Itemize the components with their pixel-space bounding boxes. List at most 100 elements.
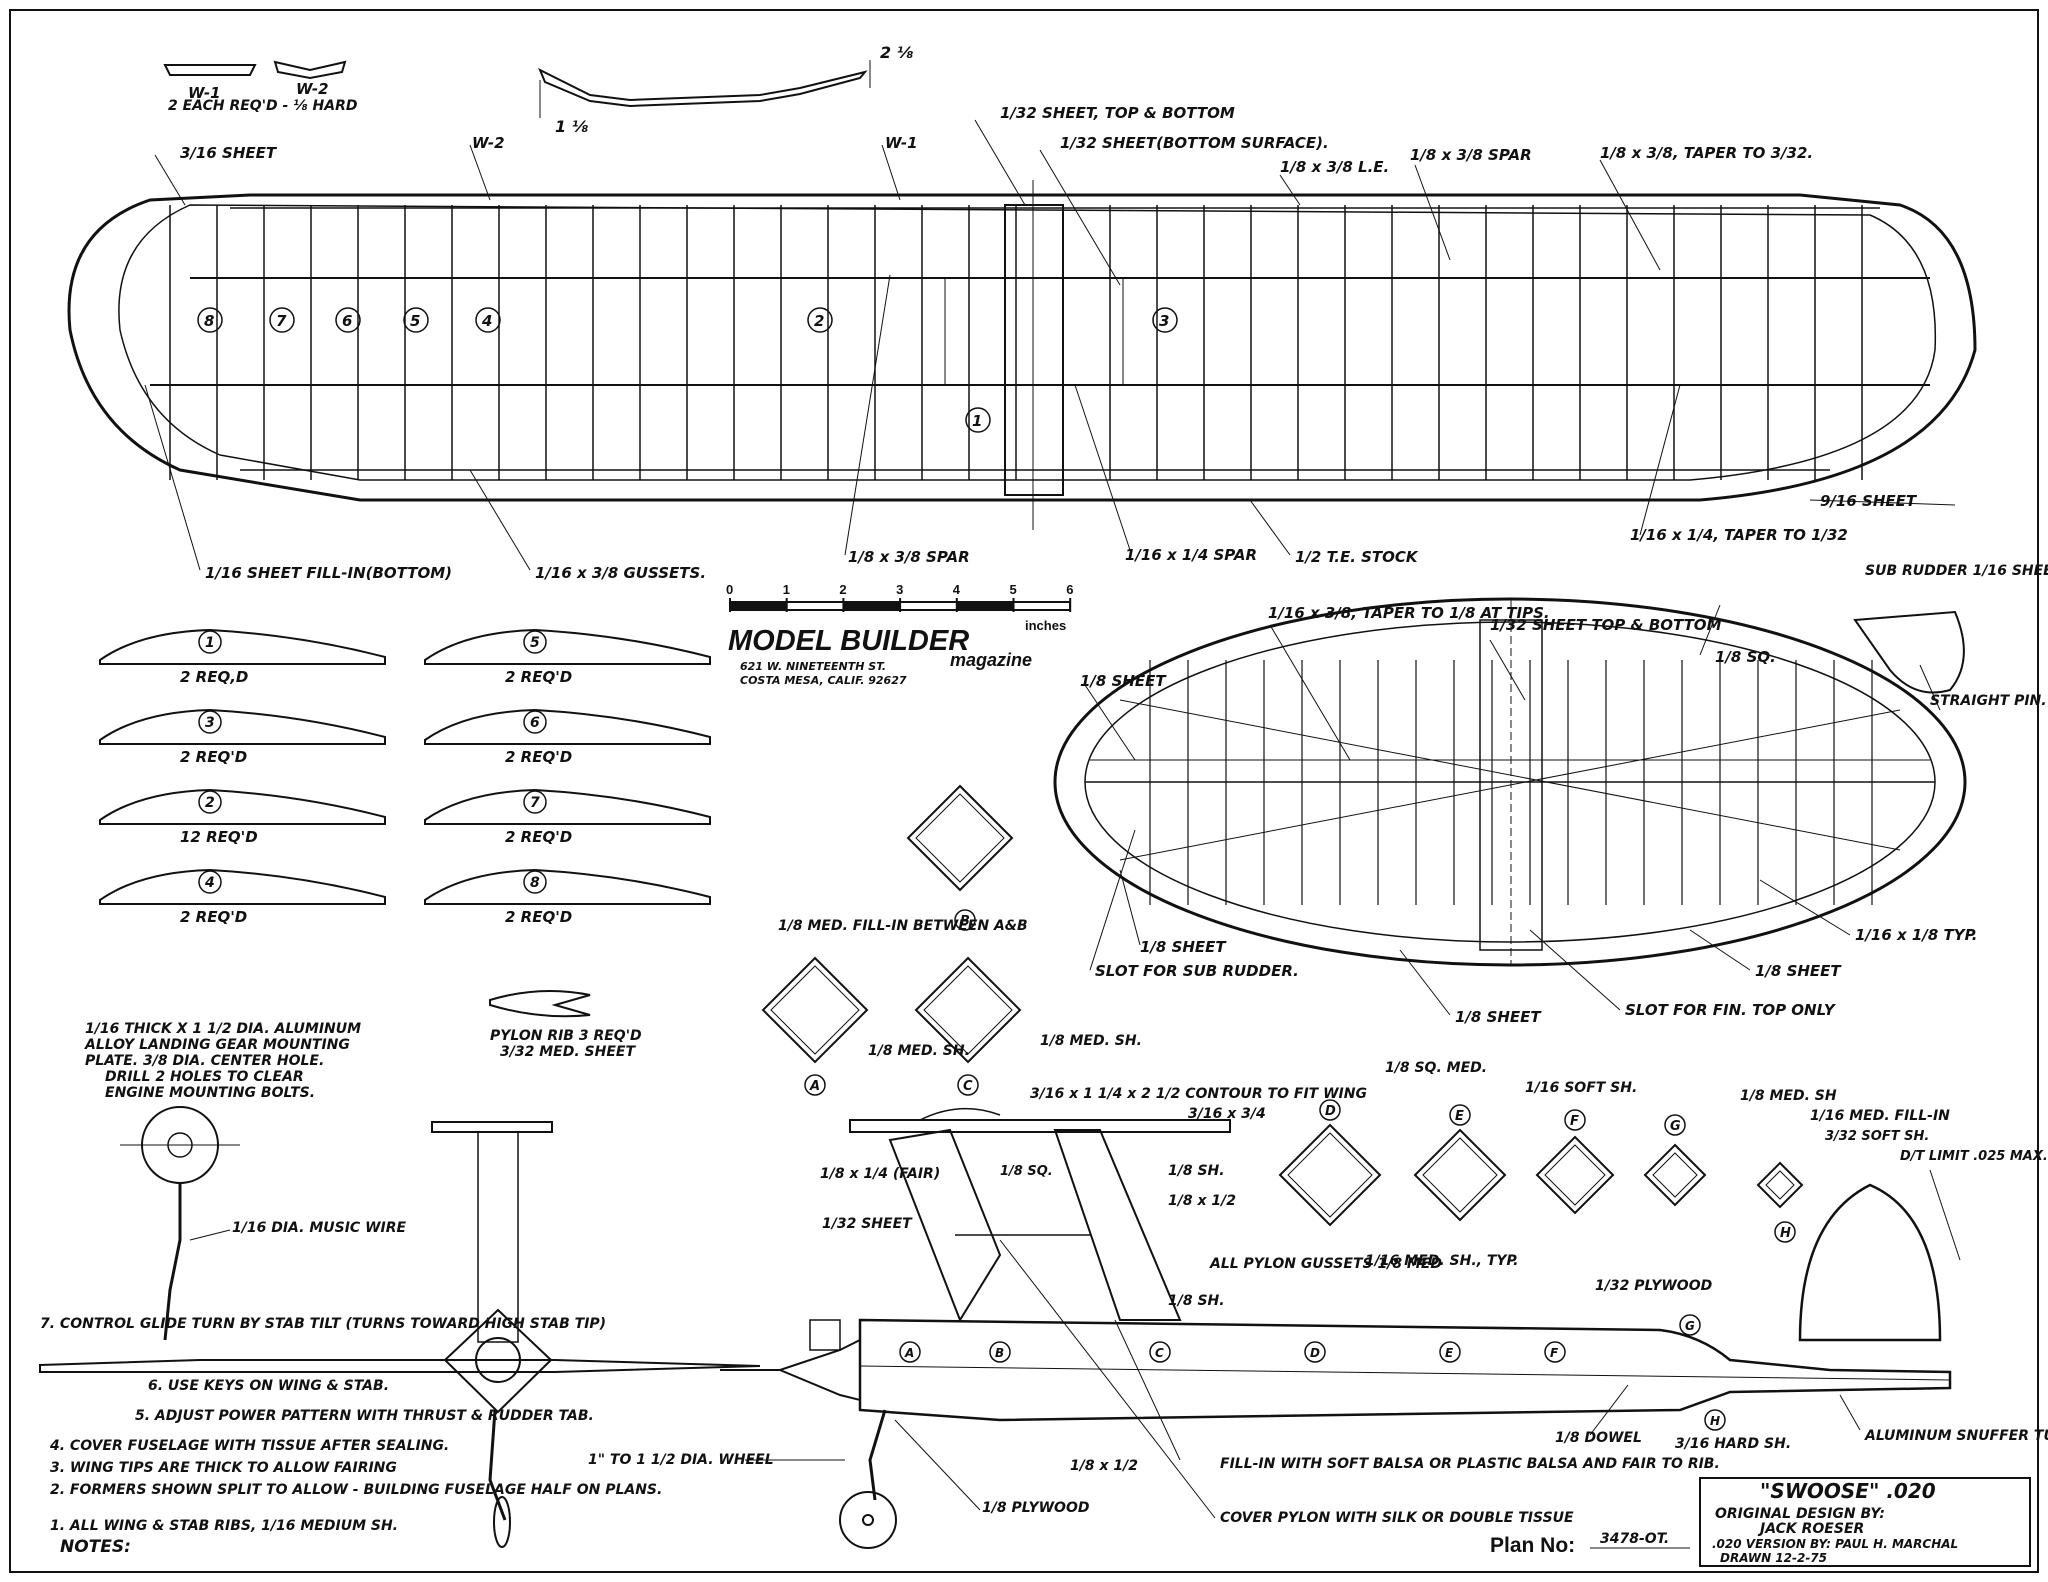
- fuse-soft332: 3/32 SOFT SH.: [1825, 1129, 1929, 1144]
- former-diamond: E: [1413, 1104, 1507, 1222]
- scale-tick-label: 4: [953, 582, 961, 597]
- former-letter: A: [809, 1079, 820, 1094]
- stab-labels: 1/16 x 3/8, TAPER TO 1/8 AT TIPS. 1/32 S…: [1080, 604, 1977, 1026]
- fuse-former-marker: [1679, 1314, 1701, 1336]
- fuse-former-marker: [1439, 1341, 1461, 1363]
- note-4: 4. COVER FUSELAGE WITH TISSUE AFTER SEAL…: [49, 1438, 449, 1454]
- rib-number: 2: [205, 795, 215, 811]
- rib-template: 2 12 REQ'D: [99, 788, 386, 846]
- rib-number: 8: [530, 875, 540, 891]
- title-l2: JACK ROESER: [1757, 1521, 1864, 1537]
- title-l3: .020 VERSION BY: PAUL H. MARCHAL: [1712, 1537, 1958, 1551]
- scale-unit: inches: [1025, 618, 1066, 633]
- fuse-c316: 3/16 x 3/4: [1188, 1106, 1266, 1122]
- rib-number: 6: [530, 715, 540, 731]
- fuse-former-letter: F: [1550, 1346, 1559, 1360]
- former-diamond: A: [761, 956, 869, 1096]
- fuse-former-marker: [1304, 1341, 1326, 1363]
- w1-label: W-1: [188, 84, 221, 102]
- fuse-dt: D/T LIMIT .025 MAX. WIRE: [1900, 1149, 2048, 1164]
- rib-callout-6: 6: [342, 312, 352, 330]
- fuse-former-letter: H: [1710, 1414, 1720, 1428]
- stab-label-sq: 1/8 SQ.: [1715, 648, 1776, 666]
- label-1-32-bottom: 1/32 SHEET(BOTTOM SURFACE).: [1060, 134, 1329, 152]
- former-label: 1/8 MED. SH.: [868, 1043, 970, 1059]
- rib-number: 3: [205, 715, 215, 731]
- stab-label-typ: 1/16 x 1/8 TYP.: [1855, 926, 1977, 944]
- notes-title: NOTES:: [60, 1537, 131, 1557]
- fuse-hard: 3/16 HARD SH.: [1675, 1436, 1791, 1452]
- rib-callout-7: 7: [276, 312, 287, 330]
- fuse-cover: COVER PYLON WITH SILK OR DOUBLE TISSUE: [1220, 1510, 1574, 1526]
- former-diamond: B: [906, 784, 1014, 931]
- rib-callout-2: 2: [814, 312, 824, 330]
- sub-rudder: SUB RUDDER 1/16 SHEET STRAIGHT PIN.: [1853, 563, 2048, 711]
- stab-planform: [1053, 597, 1967, 967]
- fuse-former-marker: [1704, 1409, 1726, 1431]
- scale-tick-label: 1: [783, 582, 790, 597]
- notes: 7. CONTROL GLIDE TURN BY STAB TILT (TURN…: [40, 1316, 662, 1557]
- former-diamond: F: [1535, 1109, 1615, 1215]
- plan-value: 3478-OT.: [1600, 1531, 1669, 1547]
- fuse-snuffer: ALUMINUM SNUFFER TUBE: [1864, 1428, 2048, 1444]
- former-diamond: H: [1756, 1161, 1804, 1243]
- label-taper2: 1/16 x 1/4, TAPER TO 1/32: [1630, 526, 1848, 544]
- publisher-name: MODEL BUILDER: [728, 625, 969, 657]
- label-gussets: 1/16 x 3/8 GUSSETS.: [535, 564, 706, 582]
- label-w2: W-2: [472, 134, 505, 152]
- former-letter: H: [1780, 1226, 1791, 1241]
- former-letter: G: [1670, 1119, 1681, 1134]
- stab-label-tips: 1/16 x 3/8, TAPER TO 1/8 AT TIPS.: [1268, 604, 1550, 622]
- former-letter: E: [1455, 1109, 1464, 1124]
- note-1: 1. ALL WING & STAB RIBS, 1/16 MEDIUM SH.: [50, 1518, 398, 1534]
- former-label: 1/8 MED. SH.: [1040, 1033, 1142, 1049]
- fuse-dowel: 1/8 DOWEL: [1555, 1430, 1642, 1446]
- straight-pin-label: STRAIGHT PIN.: [1930, 693, 2047, 709]
- title-block: "SWOOSE" .020 ORIGINAL DESIGN BY: JACK R…: [1490, 1477, 2031, 1567]
- fuselage-side: [720, 1107, 1952, 1549]
- fuse-former-letter: B: [995, 1346, 1004, 1360]
- rib-quantity: 2 REQ'D: [505, 828, 572, 846]
- rib-quantity: 12 REQ'D: [180, 828, 258, 846]
- fuse-former-marker: [1544, 1341, 1566, 1363]
- rib-callout-5: 5: [410, 312, 420, 330]
- fuse-former-letter: C: [1155, 1346, 1164, 1360]
- label-3-16-sheet: 3/16 SHEET: [180, 144, 278, 162]
- former-diamond: C: [914, 956, 1022, 1096]
- scale-tick-label: 3: [896, 582, 903, 597]
- former-label: 1/16 MED. SH., TYP.: [1365, 1253, 1519, 1269]
- former-letter: C: [963, 1079, 973, 1094]
- rib-template: 72 REQ'D: [424, 788, 711, 846]
- page-border: [9, 9, 2039, 1573]
- fuse-former-letter: G: [1685, 1319, 1695, 1333]
- scale-tick-label: 5: [1010, 582, 1017, 597]
- gear-l5: ENGINE MOUNTING BOLTS.: [105, 1085, 315, 1101]
- stab-label-sheet1: 1/8 SHEET: [1080, 672, 1167, 690]
- rib-quantity: 2 REQ'D: [180, 748, 247, 766]
- stab-label-sheet-tb: 1/32 SHEET TOP & BOTTOM: [1490, 616, 1722, 634]
- label-taper: 1/8 x 3/8, TAPER TO 3/32.: [1600, 144, 1813, 162]
- stab-label-sheet4: 1/8 SHEET: [1755, 962, 1842, 980]
- publisher-addr1: 621 W. NINETEENTH ST.: [740, 660, 886, 673]
- plan-label: Plan No:: [1490, 1534, 1575, 1557]
- fuse-sq: 1/8 SQ.: [1000, 1164, 1053, 1179]
- gear-l2: ALLOY LANDING GEAR MOUNTING: [84, 1037, 350, 1053]
- rib-callout-4: 4: [481, 312, 492, 330]
- rib-quantity: 2 REQ'D: [505, 908, 572, 926]
- fuse-former-marker: [989, 1341, 1011, 1363]
- rib-callout-3: 3: [1159, 312, 1169, 330]
- label-1-32-top-bottom: 1/32 SHEET, TOP & BOTTOM: [1000, 104, 1235, 122]
- rib-callout-8: 8: [204, 312, 214, 330]
- note-5: 5. ADJUST POWER PATTERN WITH THRUST & RU…: [135, 1408, 594, 1424]
- fuse-x18-12b: 1/8 x 1/2: [1070, 1458, 1138, 1474]
- fuse-ply18: 1/8 PLYWOOD: [982, 1500, 1089, 1516]
- pylon-rib-title: PYLON RIB 3 REQ'D: [490, 1028, 642, 1044]
- rib-callout-1: 1: [972, 412, 982, 430]
- label-spar-top: 1/8 x 3/8 SPAR: [1410, 146, 1532, 164]
- fuse-sh18: 1/8 SH.: [1168, 1163, 1225, 1179]
- fuse-fill-soft: FILL-IN WITH SOFT BALSA OR PLASTIC BALSA…: [1220, 1456, 1720, 1472]
- rib-template: 62 REQ'D: [424, 708, 711, 766]
- gear-l4: DRILL 2 HOLES TO CLEAR: [105, 1069, 304, 1085]
- fuse-former-letter: E: [1445, 1346, 1454, 1360]
